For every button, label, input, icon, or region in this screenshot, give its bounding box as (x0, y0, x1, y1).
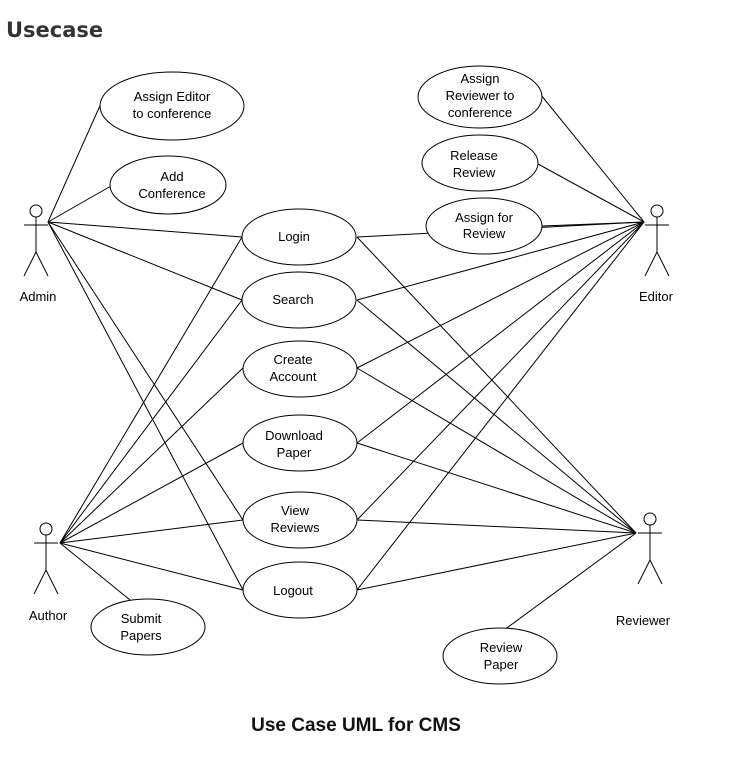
usecase-submit-papers: Submit Papers (90, 598, 206, 656)
usecase-submit-papers-line-1: Submit (121, 611, 162, 626)
usecase-assign-editor: Assign Editor to conference (99, 71, 245, 141)
usecase-review-paper-line-2: Paper (484, 657, 519, 672)
usecase-assign-for-review: Assign for Review (425, 197, 543, 255)
usecase-logout-line-1: Logout (273, 583, 313, 598)
usecase-add-conference-line-2: Conference (138, 186, 205, 201)
usecase-review-paper-line-1: Review (480, 640, 523, 655)
usecase-create-account: Create Account (242, 340, 358, 398)
usecase-download-paper-line-2: Paper (277, 445, 312, 460)
usecase-create-account-line-2: Account (270, 369, 317, 384)
usecase-download-paper-line-1: Download (265, 428, 323, 443)
actors (23, 204, 670, 595)
page-heading: Usecase (6, 18, 104, 42)
usecase-logout: Logout (242, 561, 358, 619)
actor-author-icon (33, 522, 59, 595)
association-lines (47, 94, 645, 634)
usecase-view-reviews-line-2: Reviews (270, 520, 320, 535)
usecase-release-review-line-1: Release (450, 148, 498, 163)
usecase-search-line-1: Search (272, 292, 313, 307)
use-cases: Assign Editor to conference Add Conferen… (90, 65, 558, 685)
usecase-assign-for-review-line-1: Assign for (455, 210, 513, 225)
actor-editor-icon (644, 204, 670, 277)
usecase-add-conference: Add Conference (109, 155, 227, 215)
actor-editor-label: Editor (639, 289, 674, 304)
usecase-review-paper: Review Paper (442, 627, 558, 685)
usecase-assign-reviewer-line-1: Assign (460, 71, 499, 86)
actor-author-label: Author (29, 608, 68, 623)
usecase-assign-reviewer: Assign Reviewer to conference (417, 65, 543, 129)
usecase-search: Search (241, 271, 357, 329)
actor-labels: Admin Editor Author Reviewer (20, 289, 674, 628)
usecase-create-account-line-1: Create (273, 352, 312, 367)
usecase-assign-editor-line-2: to conference (133, 106, 212, 121)
usecase-download-paper: Download Paper (242, 414, 358, 472)
actor-admin-label: Admin (20, 289, 57, 304)
actor-reviewer-icon (637, 512, 663, 585)
usecase-release-review: Release Review (421, 134, 539, 192)
usecase-assign-reviewer-line-3: conference (448, 105, 512, 120)
usecase-login: Login (241, 208, 357, 266)
usecase-add-conference-line-1: Add (160, 169, 183, 184)
actor-reviewer-label: Reviewer (616, 613, 671, 628)
usecase-assign-editor-line-1: Assign Editor (134, 89, 211, 104)
usecase-submit-papers-line-2: Papers (120, 628, 162, 643)
usecase-assign-for-review-line-2: Review (463, 226, 506, 241)
usecase-release-review-line-2: Review (453, 165, 496, 180)
actor-admin-icon (23, 204, 49, 277)
usecase-view-reviews: View Reviews (242, 491, 358, 549)
diagram-caption: Use Case UML for CMS (251, 715, 461, 736)
usecase-assign-reviewer-line-2: Reviewer to (446, 88, 515, 103)
usecase-login-line-1: Login (278, 229, 310, 244)
usecase-view-reviews-line-1: View (281, 503, 310, 518)
